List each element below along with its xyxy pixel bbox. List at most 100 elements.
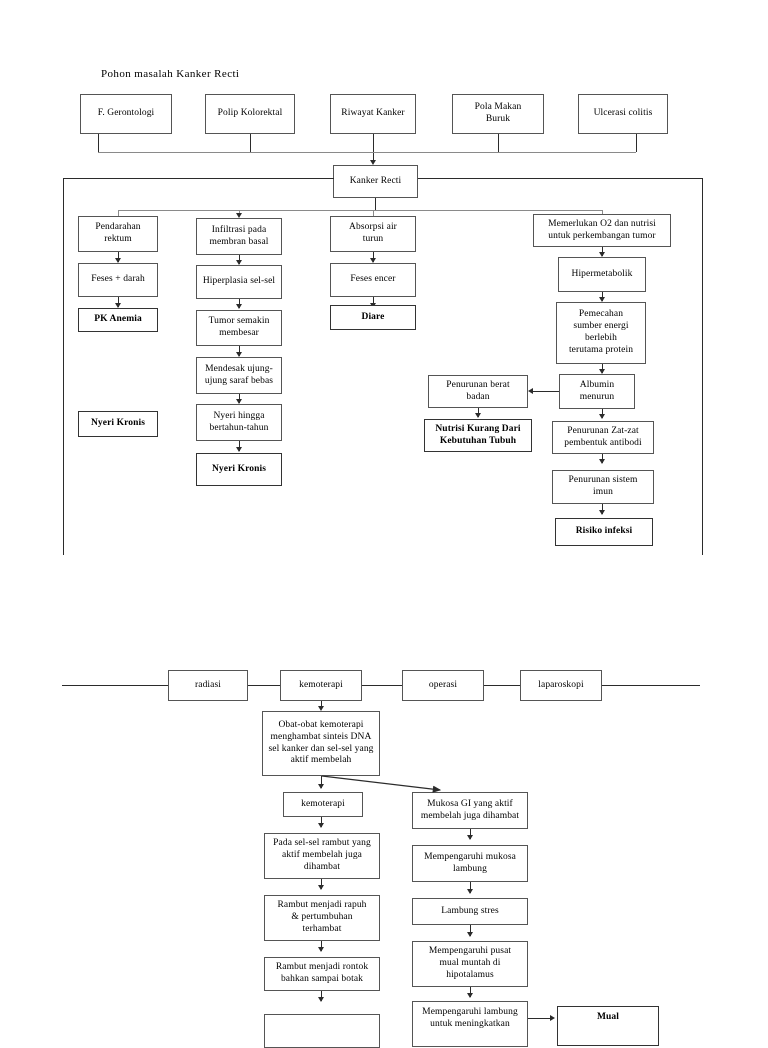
page-title: Pohon masalah Kanker Recti [101, 68, 240, 80]
box-feses-darah-label: Feses + darah [91, 274, 145, 285]
arrow-o2-hipermetabolik [599, 252, 605, 257]
arrow-zat-imun [599, 459, 605, 464]
box-kemoterapi-top[interactable]: kemoterapi [280, 670, 362, 701]
box-pk-anemia[interactable]: PK Anemia [78, 308, 158, 332]
root-box-kanker-recti[interactable]: Kanker Recti [333, 165, 418, 198]
frame-left-edge [63, 178, 64, 555]
arrow-kemoterapi-rambut [318, 823, 324, 828]
box-lambung-stres[interactable]: Lambung stres [412, 898, 528, 925]
connector-saraf-nyeri [239, 394, 240, 403]
connector-symptom-bus [118, 210, 602, 211]
connector-feses-diare [373, 297, 374, 307]
box-hiperplasia-label: Hiperplasia sel-sel [202, 276, 276, 287]
risk-box-gerontologi[interactable]: F. Gerontologi [80, 94, 172, 134]
connector-bus-left-drop [118, 210, 119, 219]
box-lambung-stres-label: Lambung stres [441, 905, 499, 916]
connector-zat-imun [602, 454, 603, 463]
box-risiko-infeksi-label: Risiko infeksi [575, 526, 633, 537]
box-nyeri-kronis-mid[interactable]: Nyeri Kronis [196, 453, 282, 486]
risk-box-gerontologi-label: F. Gerontologi [97, 108, 155, 119]
box-kemoterapi-mid[interactable]: kemoterapi [283, 792, 363, 817]
arrow-to-infiltrasi [236, 213, 242, 218]
connector-bus-infiltrasi-drop [239, 210, 240, 215]
connector-riskbus [98, 152, 636, 153]
connector-bus-absorpsi-drop [373, 210, 374, 219]
spine-kemoterapi-operasi [362, 685, 402, 686]
box-laparoskopi[interactable]: laparoskopi [520, 670, 602, 701]
connector-berat-nutrisi [478, 408, 479, 417]
risk-box-ulcerasi-label: Ulcerasi colitis [593, 108, 653, 119]
connector-infiltrasi-hiperplasia [239, 255, 240, 264]
box-nyeri-kronis-left-label: Nyeri Kronis [90, 418, 146, 429]
box-operasi[interactable]: operasi [402, 670, 484, 701]
connector-stres-hipotalamus [470, 925, 471, 936]
risk-box-riwayat[interactable]: Riwayat Kanker [330, 94, 416, 134]
frame-top-left [63, 178, 334, 179]
box-radiasi-label: radiasi [194, 679, 222, 690]
risk-box-ulcerasi[interactable]: Ulcerasi colitis [578, 94, 668, 134]
box-kemoterapi-top-label: kemoterapi [299, 679, 343, 690]
connector-mukosa-stres [470, 882, 471, 893]
connector-pola-makan-down [498, 134, 499, 152]
box-hair-branch-cutoff[interactable] [264, 1014, 380, 1048]
connector-root-down [375, 198, 376, 210]
box-risiko-infeksi[interactable]: Risiko infeksi [555, 518, 653, 546]
arrow-tumor-saraf [236, 352, 242, 357]
risk-box-polip[interactable]: Polip Kolorektal [205, 94, 295, 134]
connector-albumin-antibodi [602, 409, 603, 418]
box-diare[interactable]: Diare [330, 305, 416, 330]
box-hipermetabolik[interactable]: Hipermetabolik [558, 257, 646, 292]
box-radiasi[interactable]: radiasi [168, 670, 248, 701]
connector-imun-risiko [602, 504, 603, 514]
connector-hipotalamus-lambung [470, 987, 471, 997]
connector-albumin-berat [533, 391, 559, 392]
box-feses-darah[interactable]: Feses + darah [78, 263, 158, 297]
connector-ulcerasi-down [636, 134, 637, 152]
connector-absorpsi-feses [373, 252, 374, 262]
box-mendesak-saraf[interactable]: Mendesak ujung-ujung saraf bebas [196, 357, 282, 394]
box-mual[interactable]: Mual [557, 1006, 659, 1046]
connector-lambung-mual [528, 1018, 550, 1019]
arrow-imun-risiko [599, 510, 605, 515]
connector-o2-hipermetabolik [602, 247, 603, 256]
box-hiperplasia[interactable]: Hiperplasia sel-sel [196, 265, 282, 299]
arrow-lambung-mual [550, 1015, 555, 1021]
box-feses-encer[interactable]: Feses encer [330, 263, 416, 297]
arrow-stres-hipotalamus [467, 932, 473, 937]
box-nyeri-kronis-left[interactable]: Nyeri Kronis [78, 411, 158, 437]
spine-radiasi-kemoterapi [248, 685, 280, 686]
connector-mekanisme-kemoterapi [321, 776, 322, 788]
